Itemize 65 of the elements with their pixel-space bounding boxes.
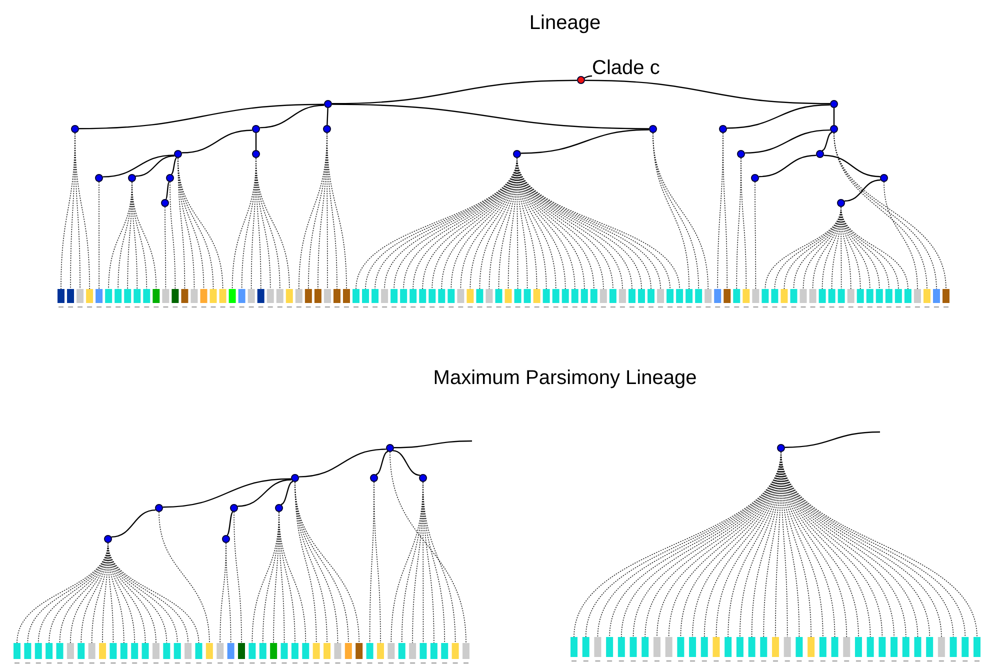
tree-branch [844, 179, 881, 202]
tree-branch [165, 182, 170, 200]
tree-node [161, 199, 169, 207]
tree-branch [332, 80, 578, 104]
tree-branch [758, 154, 816, 178]
tree-node [830, 125, 838, 133]
tree-branch [280, 480, 294, 506]
tree-branch [111, 509, 156, 538]
tree-node [323, 125, 331, 133]
tree-branch [162, 478, 292, 508]
tree-node [291, 474, 299, 482]
tree-branch [78, 104, 324, 130]
tree-node [419, 474, 427, 482]
tree-node [166, 174, 174, 182]
tree-branch [182, 130, 252, 154]
tree-node [222, 535, 230, 543]
tree-node [737, 150, 745, 158]
tree-node [95, 174, 103, 182]
tree-branch [784, 431, 880, 448]
tree-branch [326, 108, 328, 126]
tree-branch [824, 154, 880, 178]
tree-branch [102, 154, 174, 178]
chart-title: Lineage [528, 11, 602, 36]
tree-branch [298, 448, 386, 478]
tree-node [252, 125, 260, 133]
tree-node [719, 125, 727, 133]
chart-title: Maximum Parsimony Lineage [432, 366, 698, 391]
tree-node [513, 150, 521, 158]
tree-branch [332, 104, 650, 130]
tree-branch [255, 133, 257, 150]
clade-label: Clade c [592, 56, 660, 80]
tree-branch [584, 80, 830, 104]
tree-node [777, 444, 785, 452]
tree-node [104, 535, 112, 543]
tree-node [577, 76, 585, 84]
tree-node [275, 504, 283, 512]
tree-branch [822, 132, 832, 152]
tree-branch [833, 108, 835, 125]
tree-branch [260, 104, 324, 128]
tree-branch [394, 440, 472, 448]
tree-node [71, 125, 79, 133]
tree-node [837, 199, 845, 207]
tree-node [230, 504, 238, 512]
tree-branch [376, 450, 388, 476]
tree-node [174, 150, 182, 158]
tree-node [128, 174, 136, 182]
tree-branch [170, 157, 178, 175]
tree-node [816, 150, 824, 158]
tree-branch [238, 479, 292, 507]
tree-branch [726, 104, 830, 129]
tree-node [649, 125, 657, 133]
tree-branch [136, 155, 174, 177]
tree-branch [392, 450, 420, 476]
tree-branch [744, 129, 830, 154]
tree-branch [226, 511, 234, 536]
tree-node [155, 504, 163, 512]
tree-node [880, 174, 888, 182]
tree-node [370, 474, 378, 482]
tree-node [830, 100, 838, 108]
tree-node [751, 174, 759, 182]
tree-node [324, 100, 332, 108]
tree-node [252, 150, 260, 158]
tree-node [386, 444, 394, 452]
tree-branch [520, 129, 650, 154]
leader-line [584, 75, 592, 79]
